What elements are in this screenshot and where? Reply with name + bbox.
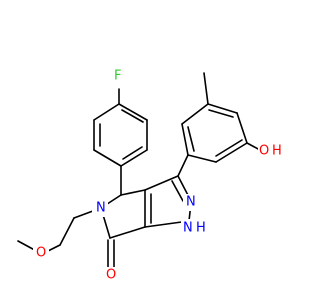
fluorine-label-bg <box>112 67 126 84</box>
bond-c3-n2-inner <box>171 180 184 202</box>
bond-layer <box>17 72 261 269</box>
bond-methyl <box>203 72 209 105</box>
pyrazole-nitrogen-atom-label: N <box>186 195 196 210</box>
methoxy-oxygen-label-bg <box>33 244 49 261</box>
atom-label-layer: F O N O N N H O H <box>33 67 288 284</box>
bond-fluorophenyl-ring-1-inner <box>121 109 144 123</box>
bond-fluorophenyl-ring-3-inner <box>122 146 143 160</box>
molecule-structure: F O N O N N H O H <box>17 67 288 284</box>
bond-c3-aryl <box>177 154 189 177</box>
pyrazole-nh-label-bg <box>181 219 209 236</box>
bond-fluorophenyl-ring-3 <box>120 149 148 167</box>
carbonyl-oxygen-atom-label: O <box>106 268 116 283</box>
bond-hydroxyphenyl-ring-4 <box>236 112 248 144</box>
bond-ch2a-ch2b <box>59 217 75 246</box>
bond-fluorophenyl-ring-6 <box>93 103 120 121</box>
pyrazole-nh-atom-label: N <box>183 221 193 236</box>
carbonyl-oxygen-label-bg <box>104 267 120 284</box>
bond-hydroxyphenyl-ring-1-inner <box>187 126 195 152</box>
bond-hydroxyphenyl-ring-3-inner <box>208 109 234 118</box>
bond-hydroxyl <box>246 142 261 151</box>
hydroxyl-label-bg <box>258 142 288 159</box>
bond-c3a-c3 <box>144 175 179 191</box>
bond-hydroxyphenyl-ring-5-inner <box>215 139 243 157</box>
bond-c3a-c4 <box>120 189 146 196</box>
pyrrolone-nitrogen-label-bg <box>92 200 108 217</box>
methoxy-oxygen-atom-label: O <box>36 246 46 261</box>
bond-hydroxyphenyl-ring-2 <box>181 103 209 125</box>
bond-fluorophenyl-ring-1 <box>118 103 148 121</box>
pyrazole-nitrogen-label-bg <box>183 194 199 211</box>
hydroxyl-hydrogen-label: H <box>272 144 282 159</box>
bond-c6-c6a <box>109 226 146 239</box>
pyrazole-nh-hydrogen-label: H <box>196 221 206 236</box>
hydroxyl-oxygen-atom-label: O <box>259 144 269 159</box>
pyrrolone-nitrogen-atom-label: N <box>96 201 106 216</box>
bond-hydroxyphenyl-ring-6 <box>187 154 217 163</box>
bond-hydroxyphenyl-ring-3 <box>207 103 238 114</box>
bond-hydroxyphenyl-ring-5 <box>215 142 248 163</box>
bond-fluorophenyl-ring-4 <box>93 149 122 167</box>
bond-hydroxyphenyl-ring-1 <box>181 123 189 156</box>
fluorine-atom-label: F <box>114 69 121 84</box>
